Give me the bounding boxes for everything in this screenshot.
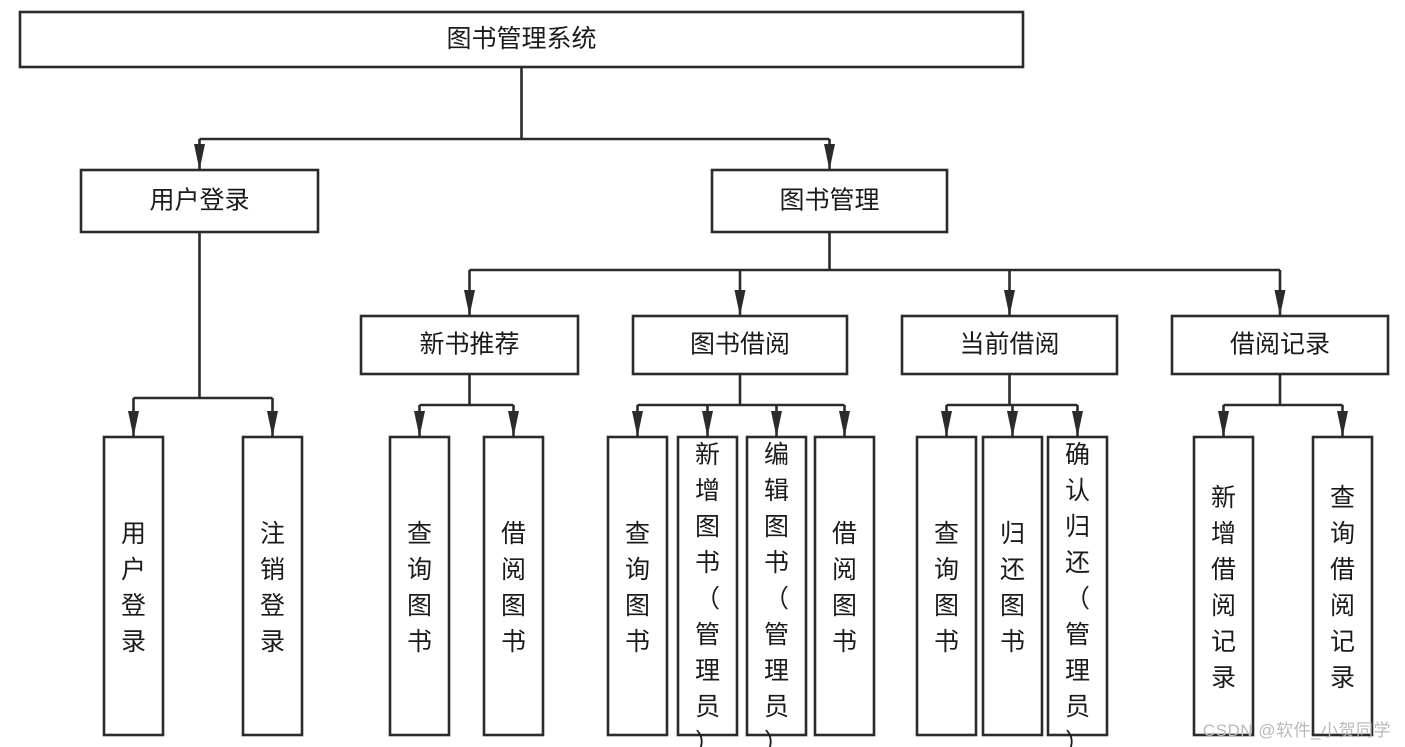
node-label-borrow-record: 借阅记录 [1230,331,1330,359]
node-book-borrow[interactable]: 图书借阅 [631,314,849,376]
node-box-leaf-logout-login [241,435,304,737]
node-label-leaf-query-book-current: 查询图书 [934,520,959,656]
arrow-head-icon [734,290,746,316]
arrow-head-icon [1218,411,1229,437]
node-leaf-add-book-admin[interactable]: 新增图书（管理员） [676,435,739,747]
connector-book-borrow-to-leaves [632,374,850,437]
connector-new-book-recommend-to-leaves [414,374,519,437]
node-label-new-book-recommend: 新书推荐 [419,331,519,359]
node-current-borrow[interactable]: 当前借阅 [900,314,1119,376]
node-leaf-borrow-book-recommend[interactable]: 借阅图书 [482,435,545,737]
arrow-head-icon [128,411,139,437]
arrow-head-icon [194,144,205,170]
node-label-leaf-add-book-admin: 新增图书（管理员） [695,441,720,747]
node-label-leaf-borrow-book: 借阅图书 [832,520,857,656]
node-label-book-borrow: 图书借阅 [690,331,790,359]
node-leaf-query-book-borrow[interactable]: 查询图书 [606,435,669,737]
node-user-login[interactable]: 用户登录 [79,168,320,234]
node-label-leaf-user-login: 用户登录 [121,520,146,656]
connector-root-to-level2 [194,67,835,170]
arrow-head-icon [1072,411,1083,437]
node-box-leaf-add-borrow-record [1192,435,1255,737]
node-box-user-login [79,168,320,234]
node-box-book-management [710,168,949,234]
node-new-book-recommend[interactable]: 新书推荐 [359,314,580,376]
node-box-root [18,10,1025,69]
node-book-management[interactable]: 图书管理 [710,168,949,234]
node-box-leaf-query-book-current [915,435,978,737]
node-label-user-login: 用户登录 [149,187,249,215]
node-label-leaf-add-borrow-record: 新增借阅记录 [1211,484,1236,692]
arrow-head-icon [1007,411,1018,437]
arrow-head-icon [632,411,643,437]
node-box-leaf-confirm-return-admin [1046,435,1109,737]
node-box-leaf-edit-book-admin [745,435,808,737]
arrow-head-icon [414,411,425,437]
node-box-leaf-borrow-book [813,435,876,737]
connector-layer [128,67,1348,437]
node-label-book-management: 图书管理 [779,187,879,215]
node-label-leaf-query-book-recommend: 查询图书 [407,520,432,656]
arrow-head-icon [824,144,835,170]
arrow-head-icon [1004,290,1015,316]
node-box-leaf-borrow-book-recommend [482,435,545,737]
node-label-leaf-return-book: 归还图书 [1000,520,1025,656]
node-label-leaf-edit-book-admin: 编辑图书（管理员） [764,441,789,747]
arrow-head-icon [941,411,952,437]
node-label-leaf-borrow-book-recommend: 借阅图书 [501,520,526,656]
node-label-leaf-confirm-return-admin: 确认归还（管理员） [1065,441,1090,747]
node-label-root: 图书管理系统 [446,25,596,53]
arrow-head-icon [464,290,475,316]
arrow-head-icon [1337,411,1348,437]
node-leaf-query-book-recommend[interactable]: 查询图书 [388,435,451,737]
node-leaf-query-borrow-record[interactable]: 查询借阅记录 [1311,435,1374,737]
node-label-leaf-query-book-borrow: 查询图书 [625,520,650,656]
node-leaf-edit-book-admin[interactable]: 编辑图书（管理员） [745,435,808,747]
node-box-leaf-query-book-borrow [606,435,669,737]
node-leaf-return-book[interactable]: 归还图书 [981,435,1044,737]
node-leaf-confirm-return-admin[interactable]: 确认归还（管理员） [1046,435,1109,747]
node-leaf-borrow-book[interactable]: 借阅图书 [813,435,876,737]
node-box-leaf-query-book-recommend [388,435,451,737]
node-leaf-add-borrow-record[interactable]: 新增借阅记录 [1192,435,1255,737]
node-box-leaf-query-borrow-record [1311,435,1374,737]
csdn-watermark: CSDN @软件_小贺同学 [1202,721,1391,740]
node-leaf-logout-login[interactable]: 注销登录 [241,435,304,737]
arrow-head-icon [508,411,519,437]
node-box-borrow-record [1170,314,1390,376]
connector-user-login-to-leaves [128,232,278,437]
arrow-head-icon [839,411,850,437]
connector-borrow-record-to-leaves [1218,374,1348,437]
arrow-head-icon [702,411,713,437]
arrow-head-icon [1274,290,1286,316]
connector-book-management-to-level3 [464,232,1286,316]
node-layer: 图书管理系统用户登录图书管理新书推荐图书借阅当前借阅借阅记录用户登录注销登录查询… [18,10,1390,747]
node-label-leaf-logout-login: 注销登录 [260,520,285,656]
node-root[interactable]: 图书管理系统 [18,10,1025,69]
arrow-head-icon [771,411,782,437]
node-label-leaf-query-borrow-record: 查询借阅记录 [1330,484,1355,692]
connector-current-borrow-to-leaves [941,374,1083,437]
node-box-current-borrow [900,314,1119,376]
node-leaf-user-login[interactable]: 用户登录 [102,435,165,737]
node-box-leaf-add-book-admin [676,435,739,737]
node-box-leaf-user-login [102,435,165,737]
node-box-leaf-return-book [981,435,1044,737]
node-borrow-record[interactable]: 借阅记录 [1170,314,1390,376]
node-box-new-book-recommend [359,314,580,376]
node-label-current-borrow: 当前借阅 [959,331,1059,359]
node-box-book-borrow [631,314,849,376]
node-leaf-query-book-current[interactable]: 查询图书 [915,435,978,737]
arrow-head-icon [267,411,278,437]
